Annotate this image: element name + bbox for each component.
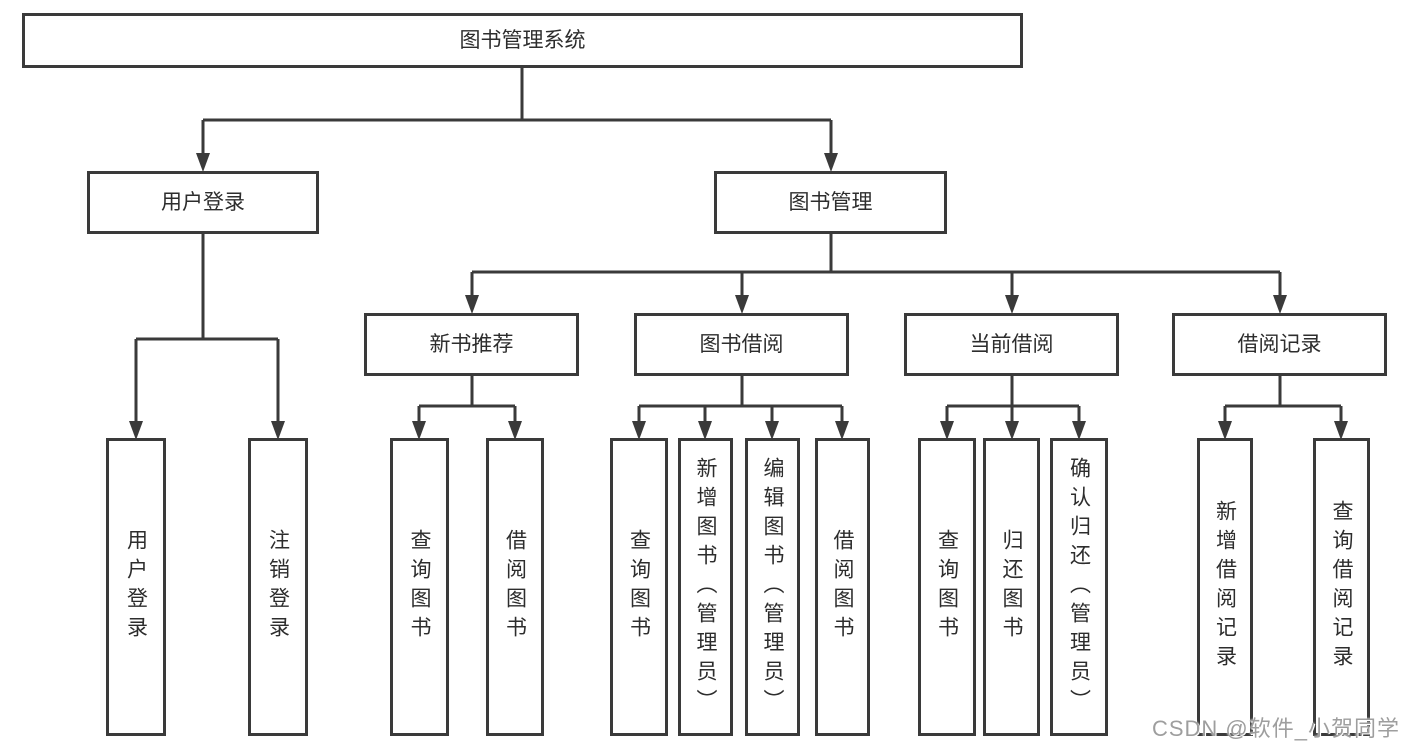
node-book-borrow: 图书借阅 bbox=[634, 313, 849, 376]
leaf-return-books: 归还图书 bbox=[983, 438, 1040, 736]
leaf-borrow-books: 借阅图书 bbox=[815, 438, 870, 736]
leaf-query-books-recommend: 查询图书 bbox=[390, 438, 449, 736]
csdn-watermark: CSDN @软件_小贺同学 bbox=[1151, 716, 1400, 741]
leaf-user-login: 用户登录 bbox=[106, 438, 166, 736]
leaf-borrow-books-recommend: 借阅图书 bbox=[486, 438, 544, 736]
leaf-add-borrow-record: 新增借阅记录 bbox=[1197, 438, 1253, 736]
leaf-confirm-return-admin: 确认归还（管理员） bbox=[1050, 438, 1108, 736]
leaf-edit-books-admin: 编辑图书（管理员） bbox=[745, 438, 800, 736]
leaf-add-books-admin: 新增图书（管理员） bbox=[678, 438, 733, 736]
root-node-library-management-system: 图书管理系统 bbox=[22, 13, 1023, 68]
leaf-logout: 注销登录 bbox=[248, 438, 308, 736]
node-book-management: 图书管理 bbox=[714, 171, 947, 234]
leaf-query-borrow-record: 查询借阅记录 bbox=[1313, 438, 1370, 736]
node-new-book-recommend: 新书推荐 bbox=[364, 313, 579, 376]
leaf-query-books-current: 查询图书 bbox=[918, 438, 976, 736]
node-user-login: 用户登录 bbox=[87, 171, 319, 234]
leaf-query-books-borrow: 查询图书 bbox=[610, 438, 668, 736]
node-borrow-record: 借阅记录 bbox=[1172, 313, 1387, 376]
node-current-borrow: 当前借阅 bbox=[904, 313, 1119, 376]
